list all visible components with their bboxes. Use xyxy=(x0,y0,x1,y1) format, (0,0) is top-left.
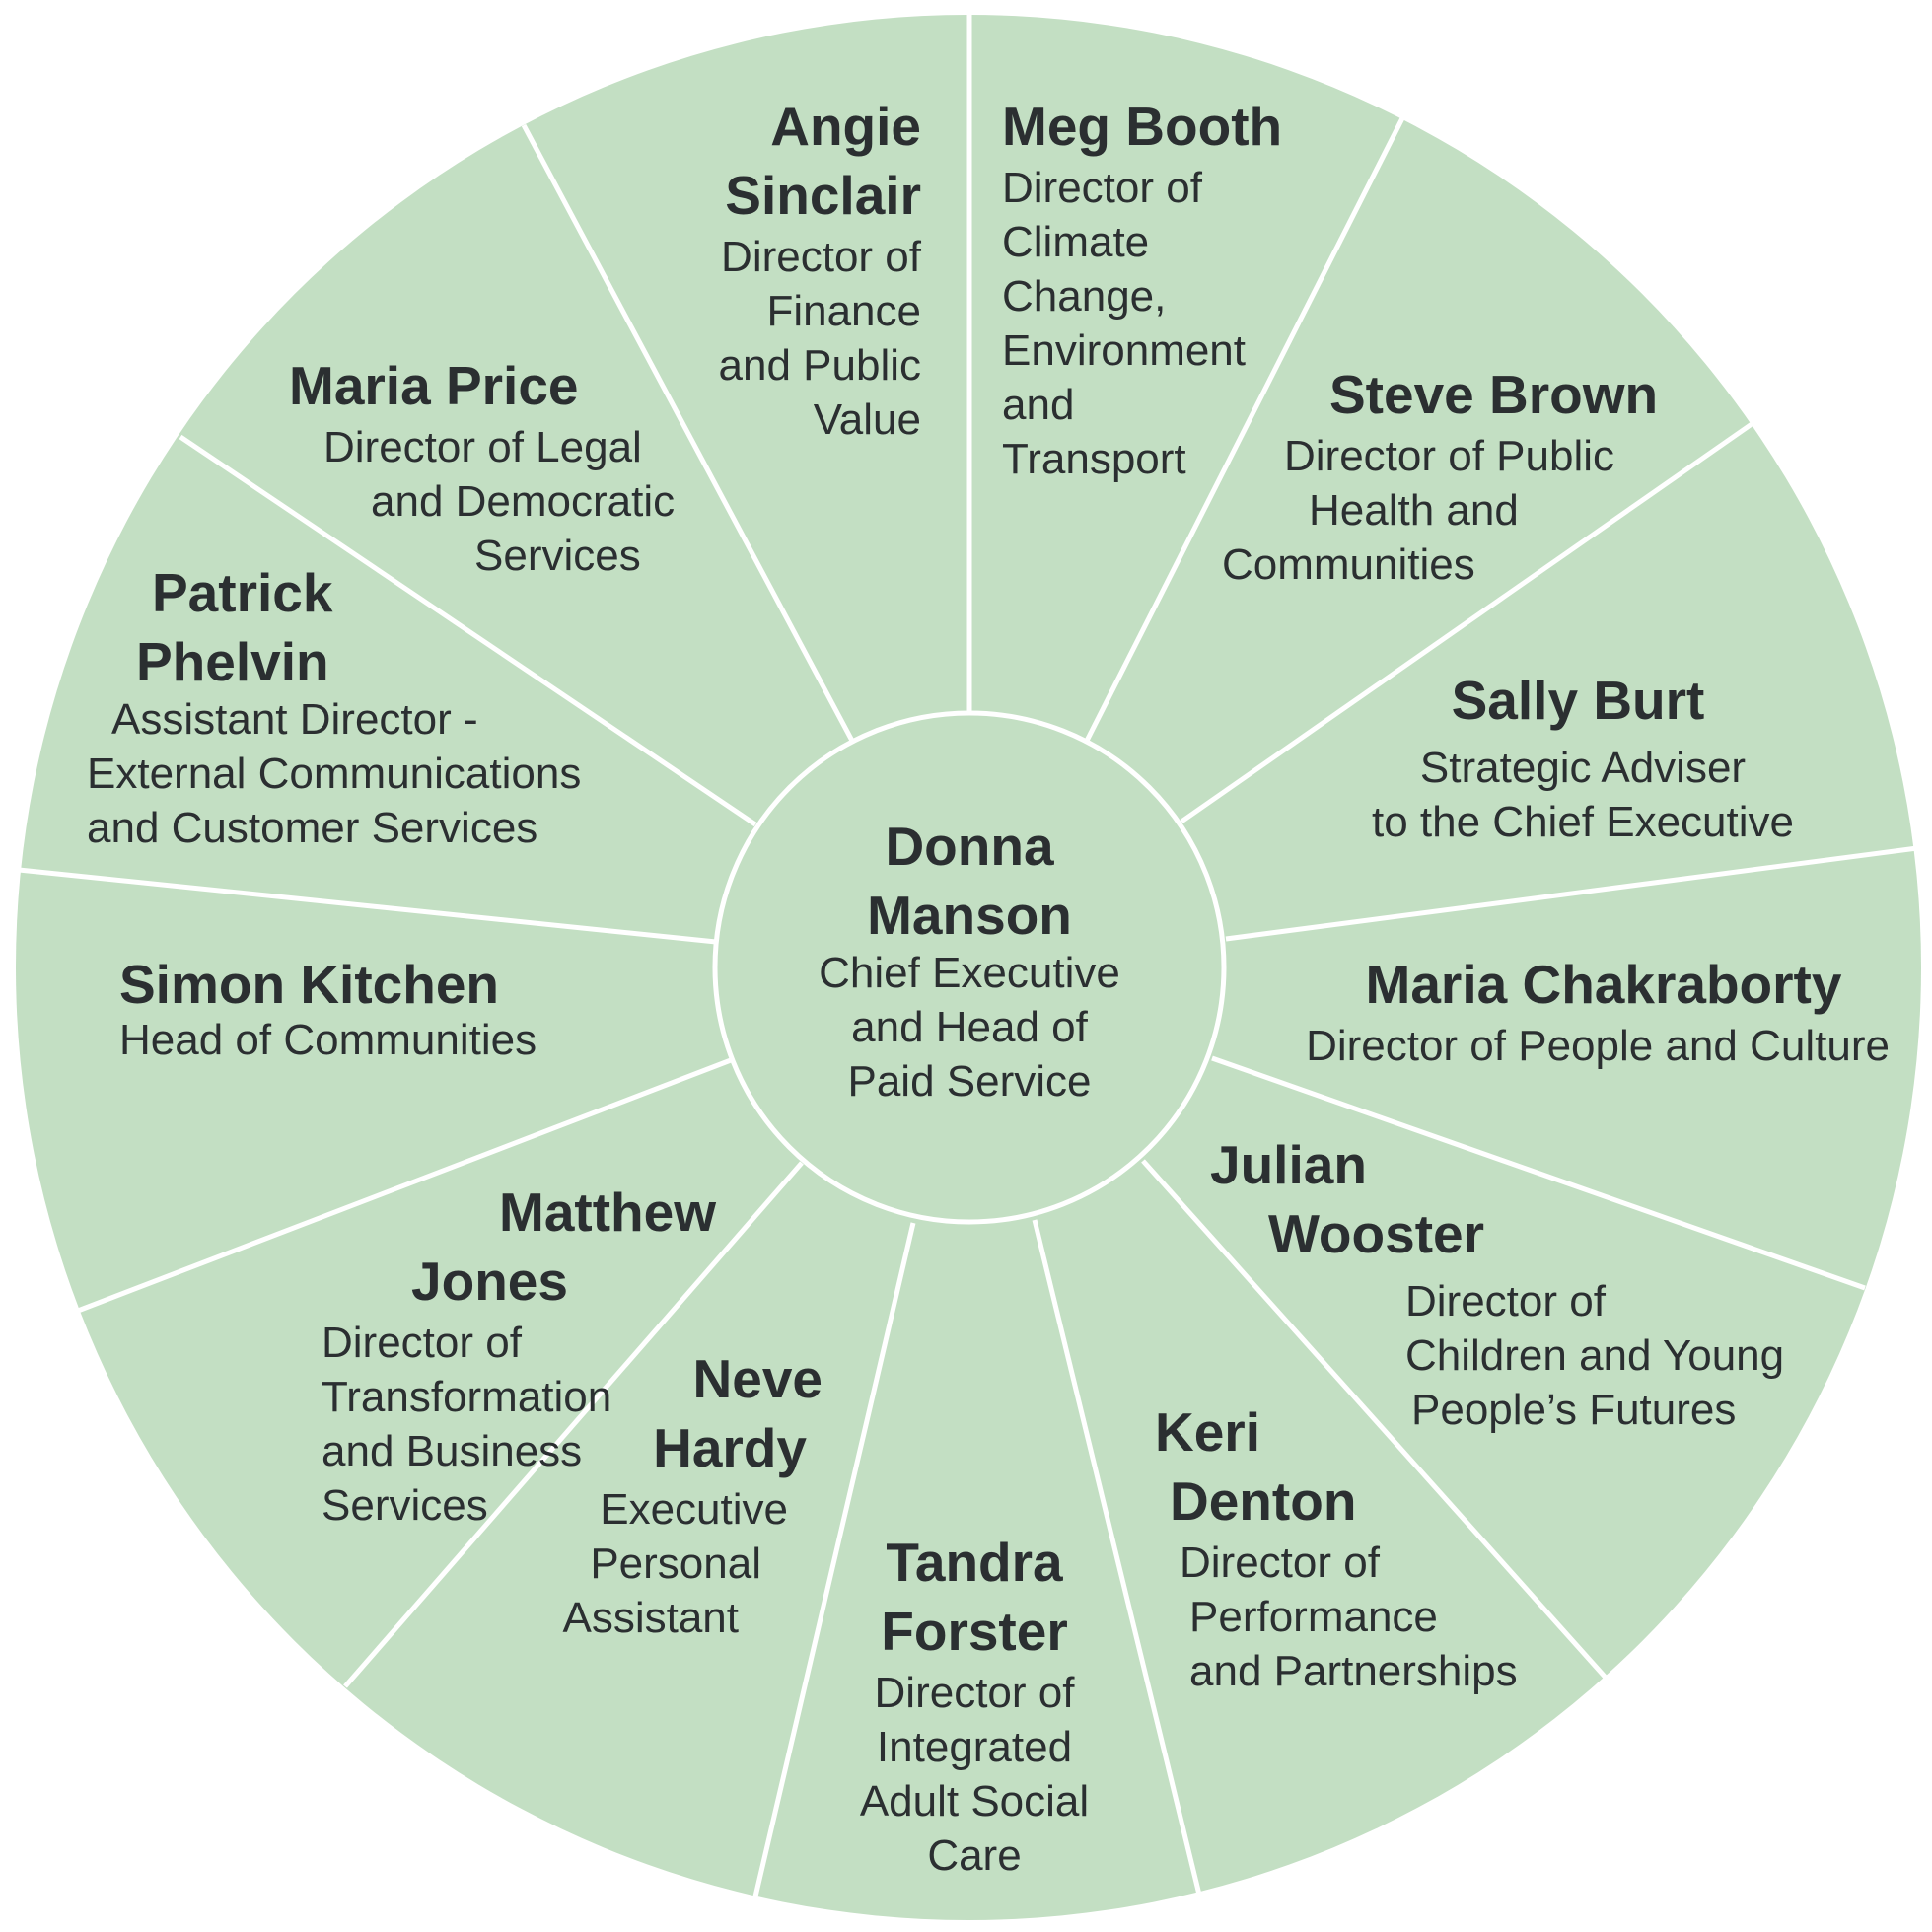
person-title: Health and xyxy=(1309,486,1519,535)
segment-sally-burt: Sally Burt Strategic Adviser to the Chie… xyxy=(1351,666,1815,849)
person-name: Angie xyxy=(770,96,921,157)
person-title: Performance xyxy=(1189,1593,1438,1641)
divider-mariac-julian xyxy=(1211,1055,1866,1291)
person-title: Head of Communities xyxy=(119,1016,537,1064)
person-name: Hardy xyxy=(653,1417,807,1478)
divider-keri-tandra xyxy=(1032,1219,1202,1896)
person-name: Tandra xyxy=(886,1532,1063,1593)
person-name: Wooster xyxy=(1268,1203,1485,1264)
person-title: and Public xyxy=(718,341,921,390)
person-title: Assistant xyxy=(562,1594,739,1642)
person-title: Integrated xyxy=(876,1723,1073,1771)
segment-angie-sinclair: Angie Sinclair Director of Finance and P… xyxy=(625,92,921,447)
person-title: Change, xyxy=(1002,272,1167,321)
person-title: External Communications xyxy=(87,750,582,798)
center-node: Donna Manson Chief Executive and Head of… xyxy=(772,812,1167,1109)
person-title: Assistant Director - xyxy=(111,695,478,744)
person-name: Maria Price xyxy=(289,355,579,416)
person-title: Environment xyxy=(1002,326,1247,375)
divider-steve-sally xyxy=(1180,419,1756,824)
person-name: Phelvin xyxy=(136,631,329,692)
person-title: Services xyxy=(474,532,641,580)
person-title: Director of xyxy=(721,233,921,281)
person-title: Director of xyxy=(322,1319,522,1367)
divider-simon-patrick xyxy=(18,867,717,945)
person-title: Finance xyxy=(766,287,921,335)
center-title-line: Chief Executive xyxy=(819,949,1120,997)
center-title-line: Paid Service xyxy=(847,1057,1092,1106)
person-name: Matthew xyxy=(499,1181,716,1243)
person-name: Simon Kitchen xyxy=(119,954,500,1015)
person-title: Director of xyxy=(874,1669,1075,1717)
person-name: Forster xyxy=(881,1601,1068,1662)
person-title: Children and Young xyxy=(1405,1331,1785,1380)
person-title: Adult Social xyxy=(859,1777,1090,1825)
person-title: Transformation xyxy=(322,1373,612,1421)
divider-neve-matthew xyxy=(343,1161,804,1688)
person-name: Jones xyxy=(411,1251,568,1312)
person-title: to the Chief Executive xyxy=(1371,798,1794,846)
person-name: Keri xyxy=(1155,1401,1260,1463)
person-title: Director of People and Culture xyxy=(1306,1022,1890,1070)
person-title: and Partnerships xyxy=(1189,1647,1518,1695)
person-title: Director of xyxy=(1405,1277,1606,1325)
person-name: Neve xyxy=(692,1348,823,1409)
divider-julian-keri xyxy=(1141,1159,1608,1680)
person-title: Director of Public xyxy=(1284,432,1615,480)
segment-dividers xyxy=(18,14,1918,1897)
person-title: Director of xyxy=(1002,164,1202,212)
person-title: and Democratic xyxy=(371,477,676,526)
person-name: Sinclair xyxy=(725,165,921,226)
person-title: and Business xyxy=(322,1427,583,1475)
segment-keri-denton: Keri Denton Director of Performance and … xyxy=(1155,1397,1518,1698)
segment-patrick-phelvin: Patrick Phelvin Assistant Director - Ext… xyxy=(87,558,581,855)
segment-neve-hardy: Neve Hardy Executive Personal Assistant xyxy=(527,1344,823,1645)
segment-matthew-jones: Matthew Jones Director of Transformation… xyxy=(322,1178,716,1533)
person-title: Climate xyxy=(1002,218,1150,266)
segment-simon-kitchen: Simon Kitchen Head of Communities xyxy=(119,950,537,1067)
segment-julian-wooster: Julian Wooster Director of Children and … xyxy=(1210,1130,1784,1437)
segment-maria-chakraborty: Maria Chakraborty Director of People and… xyxy=(1272,950,1923,1073)
person-title: and Customer Services xyxy=(87,804,538,852)
person-name: Patrick xyxy=(152,562,333,623)
person-title: Value xyxy=(813,395,921,444)
person-title: People’s Futures xyxy=(1411,1386,1737,1434)
center-circle xyxy=(712,710,1227,1225)
divider-sally-mariac xyxy=(1225,845,1918,942)
divider-mariap-angie xyxy=(521,123,855,743)
center-title-line: and Head of xyxy=(851,1003,1088,1051)
person-name: Maria Chakraborty xyxy=(1365,954,1842,1015)
center-name-line: Manson xyxy=(867,885,1072,946)
person-title: Transport xyxy=(1002,435,1186,483)
person-title: Services xyxy=(322,1481,488,1530)
segment-tandra-forster: Tandra Forster Director of Integrated Ad… xyxy=(777,1528,1172,1883)
person-title: Director of Legal xyxy=(323,423,642,471)
center-name-line: Donna xyxy=(885,816,1054,877)
person-name: Denton xyxy=(1170,1470,1357,1532)
segment-steve-brown: Steve Brown Director of Public Health an… xyxy=(1222,360,1658,592)
person-title: and xyxy=(1002,381,1075,429)
divider-matthew-simon xyxy=(77,1057,732,1314)
person-title: Director of xyxy=(1180,1538,1380,1587)
person-title: Care xyxy=(927,1831,1022,1880)
divider-patrick-mariap xyxy=(179,434,757,827)
person-name: Meg Booth xyxy=(1002,96,1283,157)
divider-tandra-neve xyxy=(752,1222,916,1897)
segment-maria-price: Maria Price Director of Legal and Democr… xyxy=(289,351,675,583)
divider-meg-steve xyxy=(1084,116,1405,743)
person-name: Steve Brown xyxy=(1329,364,1659,425)
person-title: Executive xyxy=(600,1485,788,1534)
segment-meg-booth: Meg Booth Director of Climate Change, En… xyxy=(1002,92,1282,486)
person-name: Sally Burt xyxy=(1451,670,1705,731)
person-title: Personal xyxy=(590,1539,761,1588)
person-title: Communities xyxy=(1222,540,1475,589)
person-title: Strategic Adviser xyxy=(1419,744,1747,792)
person-name: Julian xyxy=(1210,1134,1367,1195)
